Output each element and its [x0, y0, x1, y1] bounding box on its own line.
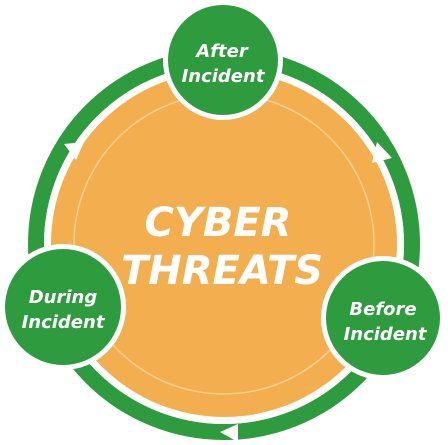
core-circle: [51, 71, 397, 417]
node-during-label-line1: During: [29, 287, 98, 308]
node-after-label-line1: After: [194, 41, 249, 62]
node-before-label-line1: Before: [349, 299, 416, 320]
node-before-circle: [326, 261, 440, 375]
node-during-circle: [5, 249, 121, 365]
arrowhead-icon: [64, 142, 84, 160]
node-before-label-line2: Incident: [344, 324, 428, 345]
center-title-line1: CYBER: [145, 200, 292, 246]
node-during-incident: During Incident: [0, 244, 126, 370]
arrowhead-icon: [220, 424, 238, 442]
center-title-line2: THREATS: [121, 248, 323, 294]
node-during-label-line2: Incident: [22, 312, 106, 333]
arrowheads: [64, 142, 392, 442]
arrowhead-icon: [372, 142, 392, 163]
node-after-incident: After Incident: [163, 0, 283, 120]
node-after-label-line2: Incident: [182, 66, 266, 87]
node-before-incident: Before Incident: [321, 256, 445, 380]
node-after-circle: [168, 5, 278, 115]
